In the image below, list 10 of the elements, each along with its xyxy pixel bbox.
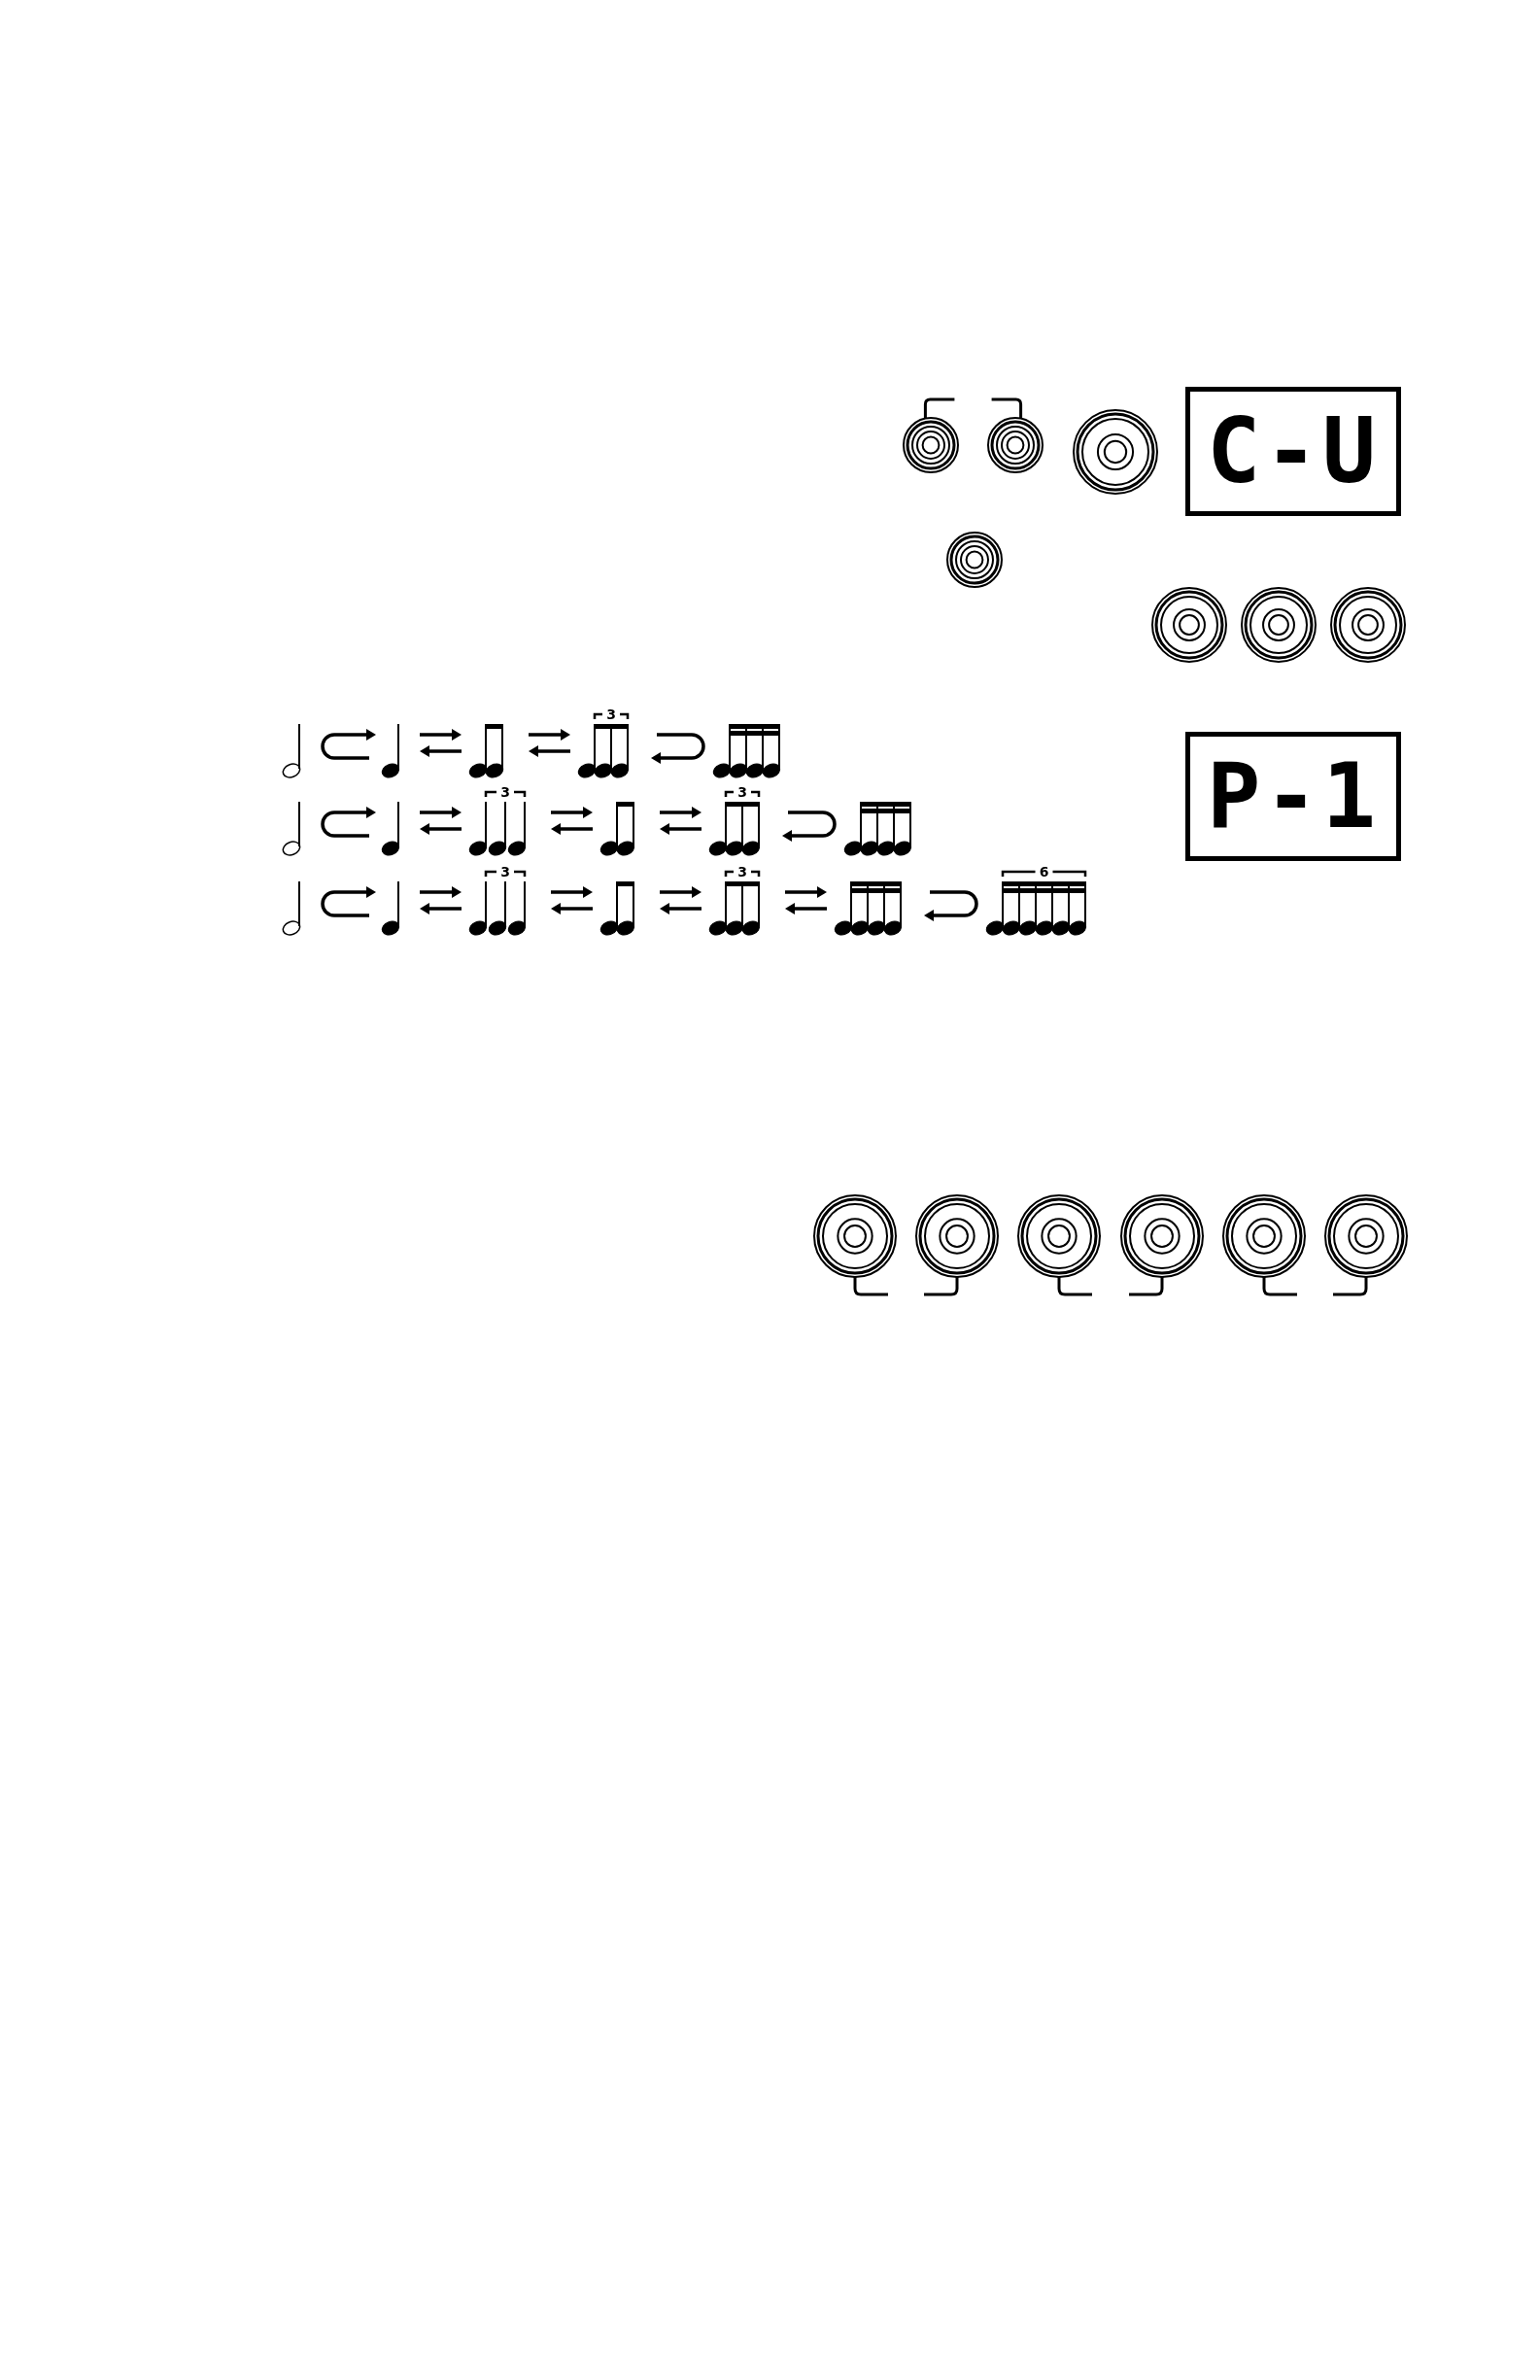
lcd-display <box>1185 732 1401 861</box>
lcd-display <box>1185 387 1401 516</box>
tuplet-number: 3 <box>737 785 747 799</box>
tuplet-number: 3 <box>500 785 510 799</box>
display-readout: C-U <box>1206 406 1381 497</box>
tuplet-number: 6 <box>1039 865 1049 879</box>
tuplet-number: 3 <box>737 865 747 879</box>
tuplet-number: 3 <box>606 707 616 721</box>
display-readout: P-1 <box>1206 751 1381 842</box>
tuplet-number: 3 <box>500 865 510 879</box>
